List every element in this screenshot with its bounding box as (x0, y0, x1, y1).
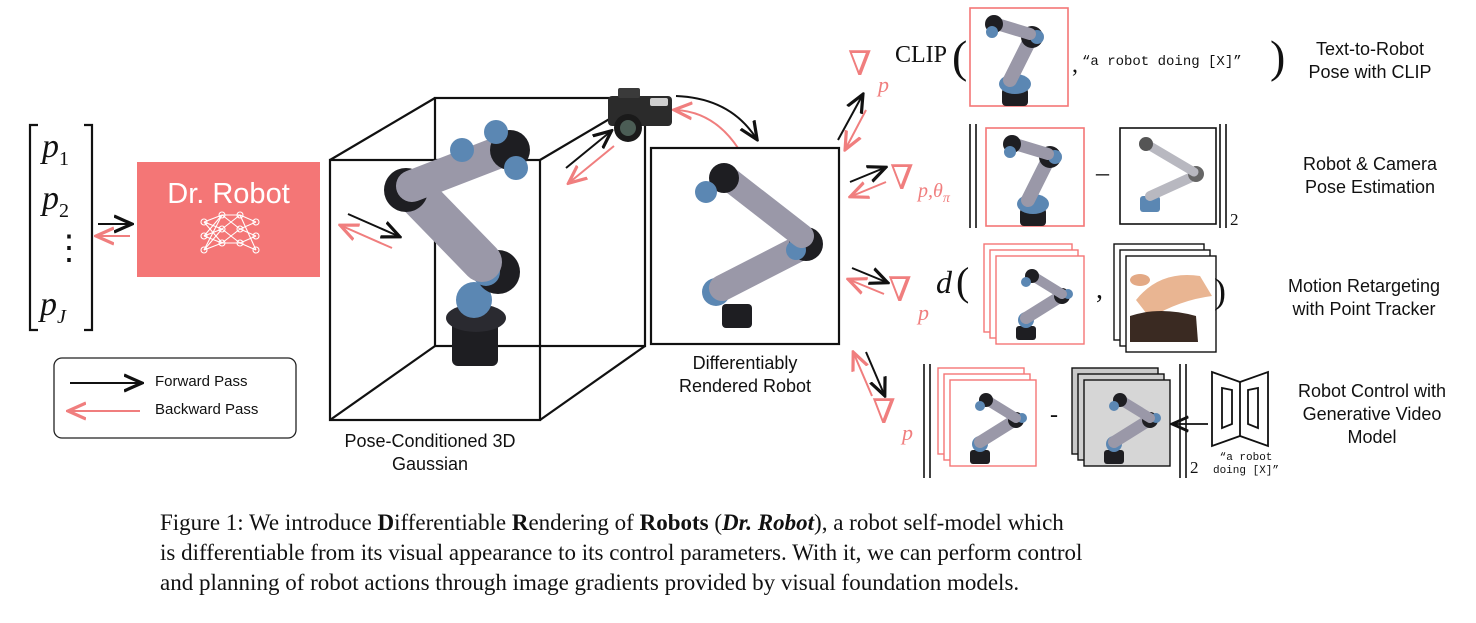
motion-func: d (936, 264, 952, 300)
forward-arrow-into-cube (347, 213, 398, 236)
hand-image (1130, 274, 1212, 342)
video-prompt: “a robot doing [X]” (1206, 452, 1286, 478)
task-motion-line1: Motion Retargeting (1287, 276, 1441, 296)
gaussian-robot (384, 120, 530, 366)
caption-rest1: ), a robot self-model which (814, 510, 1064, 535)
video-prompt-line1: “a robot (1219, 452, 1273, 464)
video-minus: - (1050, 402, 1058, 428)
pose-vector-brackets (28, 123, 94, 332)
task-pose-line2: Pose Estimation (1304, 177, 1436, 197)
pose-nabla: ∇ (890, 158, 914, 198)
task-pose-line1: Robot & Camera (1302, 154, 1438, 174)
pose-real-robot (1139, 137, 1204, 212)
drrobot-title: Dr. Robot (167, 178, 290, 210)
rendered-label-line2: Rendered Robot (678, 376, 812, 396)
caption-line1: Figure 1: We introduce Differentiable Re… (160, 508, 1360, 538)
task-video-line3: Model (1347, 427, 1397, 447)
motion-grad-sub: p (918, 300, 929, 325)
task-clip-line1: Text-to-Robot (1315, 39, 1425, 59)
video-model-icon (1211, 370, 1269, 448)
pose-norm-bars (969, 124, 1227, 228)
task-label-motion: Motion Retargeting with Point Tracker (1264, 275, 1464, 321)
video-prompt-line2: doing [X]” (1212, 465, 1279, 477)
forward-arrow-to-camera (565, 132, 610, 169)
pose-p1-base: p (42, 128, 59, 165)
rendered-label-line1: Differentiably (692, 353, 798, 373)
pose-minus: – (1096, 158, 1109, 187)
task-video-line1: Robot Control with (1297, 381, 1447, 401)
clip-comma: , (1072, 52, 1078, 78)
clip-close-paren: ) (1270, 31, 1286, 82)
pose-pJ-sub: J (57, 305, 66, 328)
backward-arrow-from-camera (570, 145, 615, 182)
backward-arrow-from-video (854, 354, 873, 397)
motion-open-paren: ( (956, 259, 970, 304)
motion-render-stack (983, 243, 1085, 345)
motion-close-paren: ) (1214, 271, 1226, 311)
forward-arrow-to-pose (849, 168, 884, 183)
caption-w2: endering of (528, 510, 640, 535)
task-label-clip: Text-to-Robot Pose with CLIP (1270, 38, 1470, 84)
caption-paren-open: ( (708, 510, 723, 535)
rendered-label: Differentiably Rendered Robot (645, 352, 845, 398)
pose-dots: ⋮ (52, 230, 86, 267)
backward-arrow-render-to-camera (676, 110, 739, 149)
pose-p2-base: p (42, 180, 59, 217)
neural-network-icon (200, 211, 260, 254)
backward-arrow-from-clip (846, 109, 867, 148)
gaussian-label-line2: Gaussian (391, 454, 469, 474)
caption-prefix: Figure 1: We introduce (160, 510, 378, 535)
task-video-line2: Generative Video (1302, 404, 1442, 424)
legend-box (53, 357, 297, 439)
backward-arrow-out-cube (342, 226, 393, 249)
gaussian-label-line1: Pose-Conditioned 3D (344, 431, 516, 451)
task-label-video: Robot Control with Generative Video Mode… (1272, 380, 1472, 449)
legend-forward-label: Forward Pass (155, 373, 248, 390)
legend-backward-label: Backward Pass (155, 401, 259, 418)
backward-arrow-from-pose (852, 181, 887, 196)
clip-open-paren: ( (952, 31, 968, 82)
forward-arrow-to-video (865, 351, 884, 394)
pose-p1-sub: 1 (59, 147, 69, 170)
caption-line3: and planning of robot actions through im… (160, 570, 1020, 595)
caption-w1: ifferentiable (394, 510, 512, 535)
clip-prompt-text: “a robot doing [X]” (1082, 54, 1242, 70)
pose-pJ: pJ (40, 286, 66, 329)
pose-p2-sub: 2 (59, 199, 69, 222)
motion-nabla: ∇ (888, 270, 912, 310)
caption-drrobot: Dr. Robot (722, 510, 815, 535)
task-motion-line2: with Point Tracker (1292, 299, 1436, 319)
pose-grad-sub-main: p,θ (918, 180, 943, 202)
caption-d-bold: D (377, 510, 395, 535)
motion-comma: , (1096, 274, 1103, 305)
forward-arrow-to-motion (851, 267, 886, 282)
video-grad-sub: p (902, 420, 913, 445)
pose-p2: p2 (42, 180, 69, 223)
camera-icon (608, 88, 672, 142)
video-norm-sub: 2 (1190, 458, 1199, 477)
clip-grad-sub: p (878, 72, 889, 97)
rendered-robot-image (695, 163, 823, 328)
task-clip-line2: Pose with CLIP (1308, 62, 1432, 82)
figure-caption: Figure 1: We introduce Differentiable Re… (160, 508, 1360, 598)
pose-p1: p1 (42, 128, 69, 171)
caption-line2: is differentiable from its visual appear… (160, 540, 1083, 565)
caption-robots-bold: Robots (639, 510, 709, 535)
task-label-pose: Robot & Camera Pose Estimation (1270, 153, 1470, 199)
clip-func: CLIP (895, 42, 948, 68)
backward-arrow-from-motion (850, 280, 885, 295)
caption-r-bold: R (511, 510, 529, 535)
pose-grad-sub: p,θπ (918, 180, 950, 207)
pose-pJ-base: p (40, 286, 57, 323)
forward-arrow-to-clip (837, 96, 862, 141)
gaussian-label: Pose-Conditioned 3D Gaussian (330, 430, 530, 476)
clip-nabla: ∇ (848, 44, 872, 84)
pose-grad-sub-pi: π (942, 191, 950, 206)
pose-norm-sub: 2 (1230, 210, 1239, 229)
video-nabla: ∇ (872, 392, 896, 432)
video-frames-stack (1071, 367, 1171, 467)
forward-arrow-camera-to-render (675, 95, 756, 138)
